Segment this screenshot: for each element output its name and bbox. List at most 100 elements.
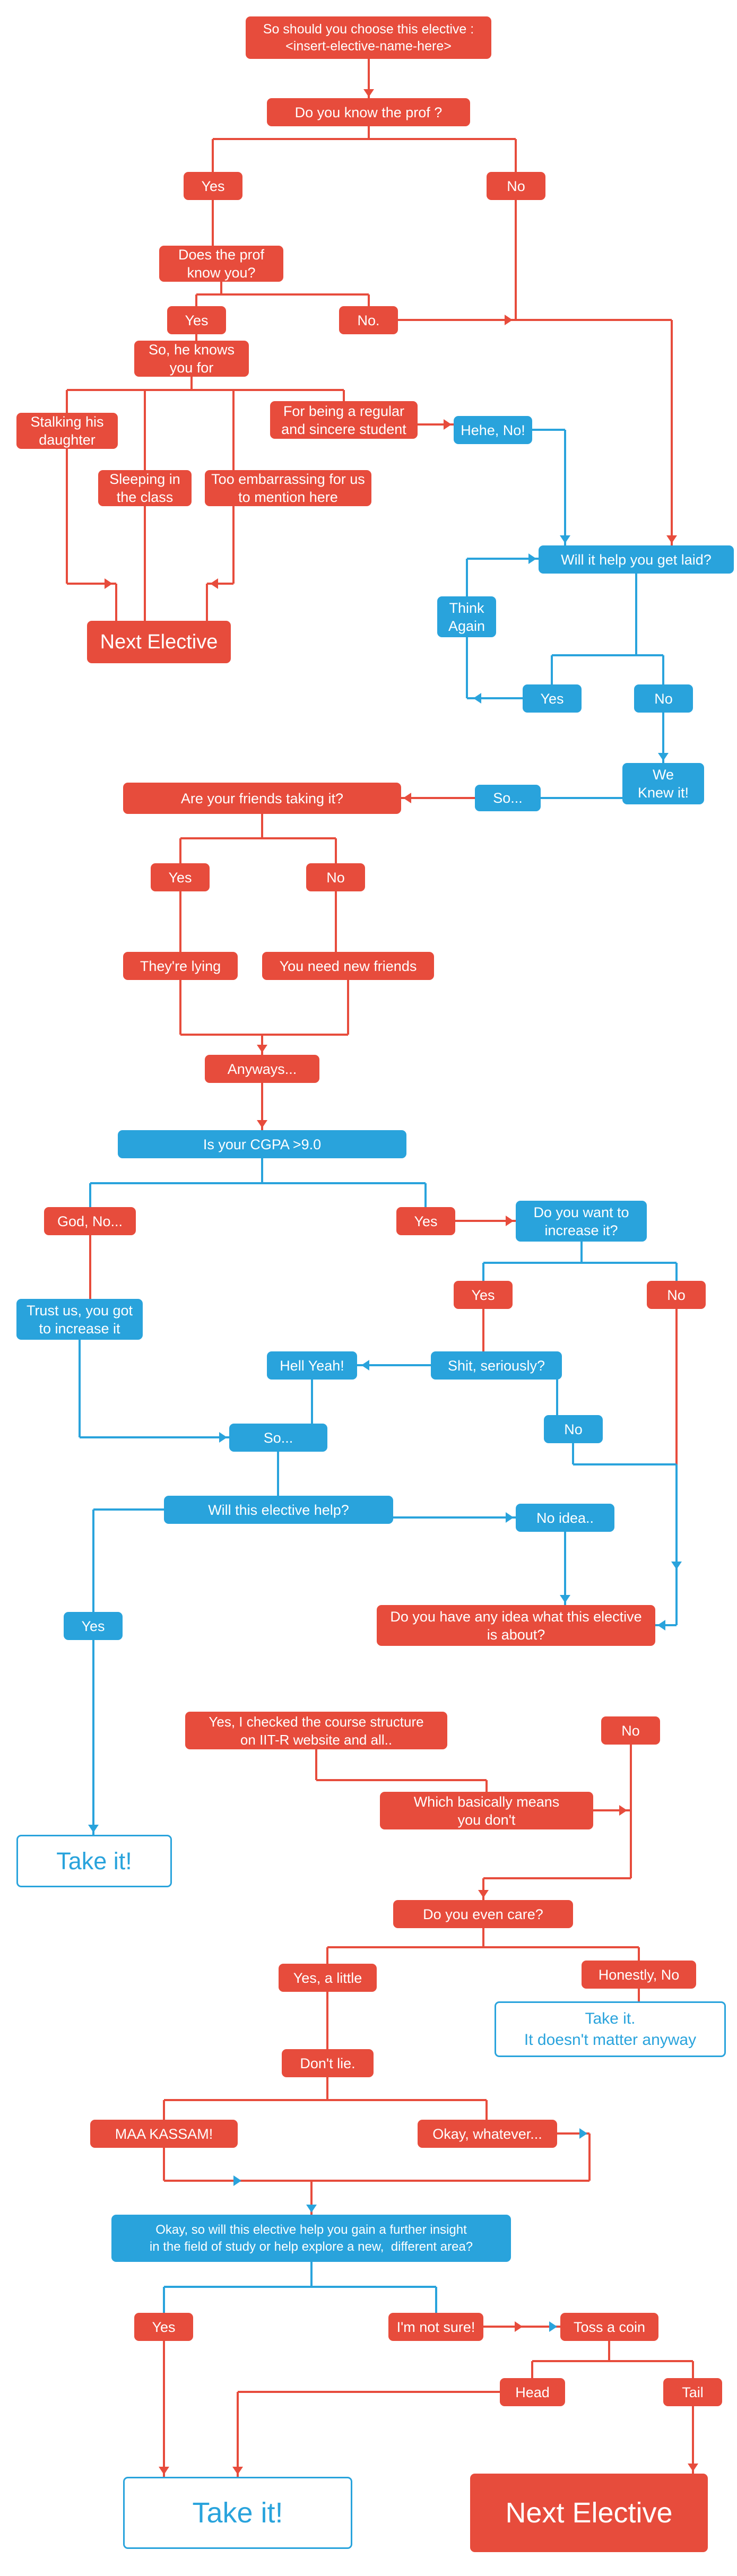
node-take-it-anyway: Take it. It doesn't matter anyway [495, 2001, 726, 2057]
connector-line [93, 1508, 164, 1511]
node-honestly-no: Honestly, No [582, 1961, 696, 1989]
connector-line [532, 429, 565, 431]
connector-line [163, 2148, 165, 2181]
connector-line [163, 2287, 165, 2313]
connector-line [467, 558, 539, 560]
arrowhead [306, 2205, 317, 2213]
connector-line [466, 559, 468, 596]
connector-line [638, 1989, 640, 2001]
node-know-prof-yes: Yes [184, 172, 242, 200]
connector-line [311, 1380, 313, 1424]
arrowhead [257, 1045, 267, 1053]
connector-line [207, 583, 233, 585]
connector-line [310, 2181, 313, 2215]
arrowhead [579, 2128, 587, 2139]
connector-line [343, 390, 345, 401]
connector-line [552, 654, 663, 656]
node-sleeping: Sleeping in the class [98, 470, 192, 506]
connector-line [164, 2099, 487, 2101]
connector-line [572, 1443, 574, 1464]
node-next-elective-final: Next Elective [470, 2474, 708, 2552]
connector-line [455, 1220, 516, 1222]
connector-line [335, 838, 337, 863]
connector-line [630, 1745, 632, 1810]
connector-line [261, 1083, 263, 1130]
arrowhead [473, 693, 481, 704]
node-shit-seriously: Shit, seriously? [431, 1351, 562, 1380]
connector-line [144, 390, 146, 470]
node-embarrassing: Too embarrassing for us to mention here [205, 470, 371, 506]
arrowhead [666, 535, 677, 543]
arrowhead [444, 419, 452, 430]
connector-line [467, 697, 523, 699]
connector-line [482, 1263, 484, 1281]
arrowhead [361, 1360, 369, 1371]
node-toss-coin: Toss a coin [560, 2313, 658, 2341]
node-cgpa: Is your CGPA >9.0 [118, 1130, 406, 1158]
node-prof-knows-yes: Yes [167, 306, 226, 334]
connector-line [195, 334, 197, 341]
connector-line [516, 319, 672, 321]
node-get-laid: Will it help you get laid? [539, 545, 734, 574]
connector-line [180, 837, 336, 839]
arrowhead [528, 553, 536, 564]
connector-line [635, 574, 637, 655]
node-increase: Do you want to increase it? [516, 1201, 647, 1242]
connector-line [573, 1463, 677, 1465]
node-cgpa-yes: Yes [396, 1207, 455, 1235]
connector-line [368, 294, 370, 306]
connector-line [163, 2341, 165, 2477]
connector-line [532, 2360, 693, 2362]
node-know-prof: Do you know the prof ? [267, 98, 470, 126]
connector-line [551, 655, 553, 684]
connector-line [90, 1182, 426, 1184]
connector-line [89, 1183, 91, 1207]
connector-line [357, 1364, 431, 1366]
node-maa-kassam: MAA KASSAM! [90, 2120, 238, 2148]
connector-line [261, 1158, 263, 1183]
node-knows-you-for: So, he knows you for [134, 341, 249, 377]
connector-line [179, 838, 181, 863]
node-anyways: Anyways... [205, 1055, 319, 1083]
connector-line [220, 282, 222, 294]
arrowhead [159, 2467, 169, 2475]
connector-line [608, 2341, 610, 2361]
arrowhead [232, 2467, 243, 2475]
node-we-knew-it: We Knew it! [622, 763, 704, 804]
connector-line [232, 506, 235, 584]
connector-line [67, 583, 116, 585]
connector-line [67, 389, 344, 391]
connector-line [195, 294, 197, 306]
node-hell-yeah: Hell Yeah! [267, 1351, 357, 1380]
node-increase-no: No [647, 1281, 706, 1309]
connector-line [482, 1928, 484, 1947]
arrowhead [549, 2321, 557, 2332]
node-checked-structure: Yes, I checked the course structure on I… [185, 1712, 447, 1749]
node-basically-dont: Which basically means you don't [380, 1792, 593, 1829]
node-stalking: Stalking his daughter [16, 413, 118, 449]
connector-line [588, 2133, 591, 2181]
connector-line [630, 1810, 632, 1878]
connector-line [115, 584, 117, 621]
connector-line [238, 2391, 500, 2393]
arrowhead [506, 1512, 514, 1523]
node-regular-student: For being a regular and sincere student [270, 401, 418, 439]
connector-line [232, 390, 235, 470]
arrowhead [506, 1216, 514, 1226]
node-take-it-1: Take it! [16, 1835, 172, 1887]
node-elective-help: Will this elective help? [164, 1496, 393, 1524]
connector-line [326, 1947, 328, 1964]
node-friends-yes: Yes [151, 863, 210, 891]
arrowhead [105, 578, 112, 589]
arrowhead [478, 1890, 489, 1898]
arrowhead [210, 578, 218, 589]
connector-line [515, 200, 517, 320]
connector-line [580, 1242, 583, 1263]
connector-line [398, 319, 516, 321]
node-trust-us: Trust us, you got to increase it [16, 1299, 143, 1340]
connector-line [163, 2100, 165, 2120]
connector-line [485, 2100, 488, 2120]
connector-line [261, 814, 263, 838]
connector-line [92, 1640, 94, 1835]
connector-line [212, 200, 214, 246]
